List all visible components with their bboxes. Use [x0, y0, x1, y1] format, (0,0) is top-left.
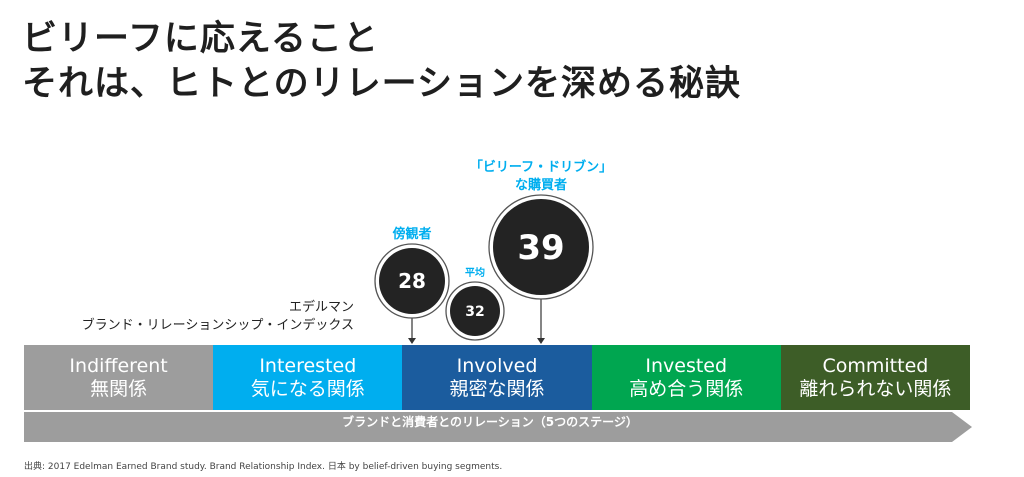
relationship-stages: Indifferent 無関係 Interested 気になる関係 Involv…: [24, 345, 971, 410]
stage-ja-label: 親密な関係: [449, 377, 545, 400]
stage-indifferent: Indifferent 無関係: [24, 345, 214, 410]
connector-arrowhead: [408, 338, 416, 344]
arrow-shape: [24, 412, 972, 442]
stage-interested: Interested 気になる関係: [213, 345, 403, 410]
stage-en-label: Invested: [645, 354, 728, 377]
score-value: 28: [398, 269, 426, 293]
relationship-arrow: [24, 412, 972, 442]
score-circle: [379, 248, 445, 314]
segment-label: な購買者: [515, 177, 567, 193]
stage-en-label: Involved: [456, 354, 538, 377]
index-label-line-1: エデルマン: [288, 300, 354, 315]
stage-invested: Invested 高め合う関係: [591, 345, 781, 410]
index-label-line-2: ブランド・リレーションシップ・インデックス: [81, 318, 354, 333]
stage-ja-label: 高め合う関係: [629, 377, 744, 400]
segment-label: 傍観者: [392, 226, 431, 242]
stage-en-label: Indifferent: [69, 354, 168, 377]
stage-en-label: Interested: [259, 354, 357, 377]
connector-arrowhead: [537, 338, 545, 344]
score-value: 39: [517, 228, 564, 268]
title-line-2: それは、ヒトとのリレーションを深める秘訣: [22, 64, 741, 104]
stage-ja-label: 無関係: [90, 377, 148, 400]
stage-ja-label: 離れられない関係: [799, 377, 952, 400]
score-value: 32: [465, 304, 484, 320]
score-circle: [450, 286, 500, 336]
title-line-1: ビリーフに応えること: [22, 19, 379, 59]
score-circle: [493, 199, 589, 295]
arrow-label: ブランドと消費者とのリレーション（5つのステージ）: [342, 415, 638, 429]
segment-label: 平均: [465, 266, 485, 279]
stage-committed: Committed 離れられない関係: [780, 345, 971, 410]
stage-ja-label: 気になる関係: [250, 377, 365, 400]
stage-en-label: Committed: [822, 354, 929, 377]
stage-involved: Involved 親密な関係: [402, 345, 592, 410]
segment-label: 「ビリーフ・ドリブン」: [470, 159, 612, 175]
source-note: 出典: 2017 Edelman Earned Brand study. Bra…: [24, 462, 503, 472]
